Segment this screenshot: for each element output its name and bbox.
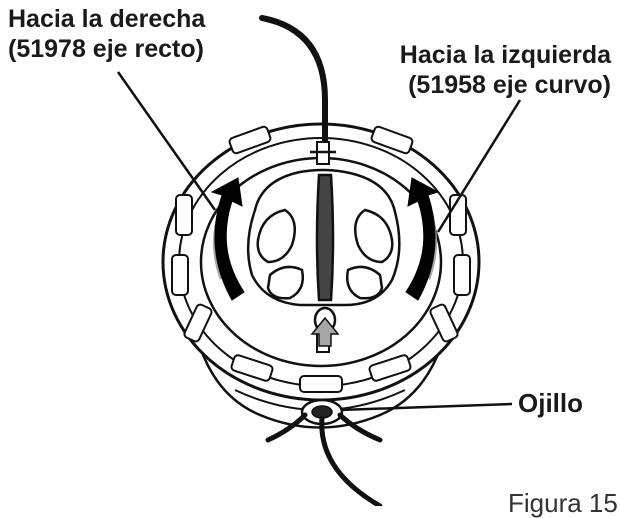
counterclockwise-model-label: (51958 eje curvo) — [408, 70, 611, 100]
counterclockwise-label: Hacia la izquierda — [400, 40, 611, 70]
clockwise-label: Hacia la derecha — [8, 4, 205, 34]
clockwise-model-label: (51978 eje recto) — [8, 34, 204, 64]
trimmer-lines-bottom — [268, 415, 380, 506]
figure-caption: Figura 15 — [508, 488, 618, 518]
eyelet-label: Ojillo — [518, 388, 583, 418]
